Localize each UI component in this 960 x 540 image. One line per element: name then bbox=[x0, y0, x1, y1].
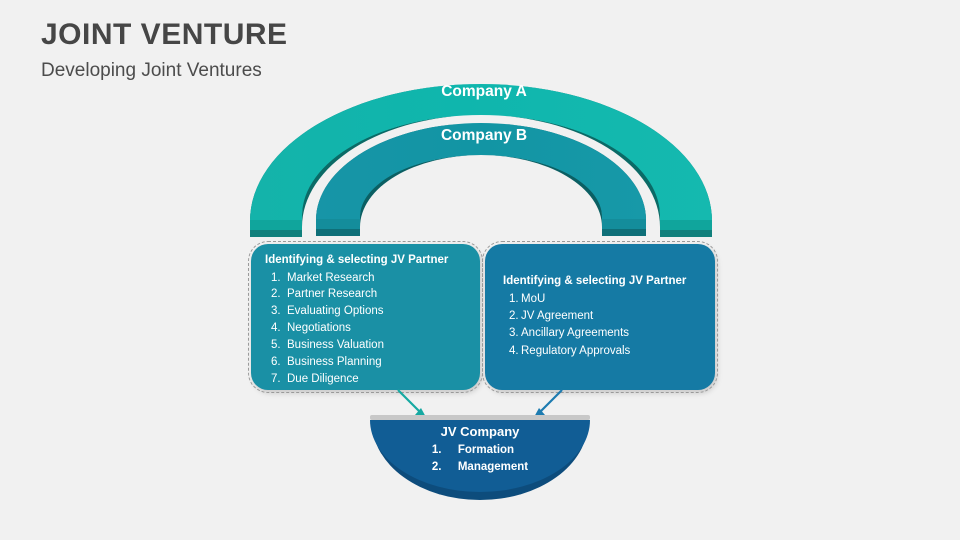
list-item: 5. Business Valuation bbox=[262, 337, 470, 354]
list-item-number: 2. bbox=[271, 288, 281, 301]
arc-company-b[interactable]: Company B bbox=[316, 123, 646, 236]
list-item-label: Business Planning bbox=[287, 356, 382, 369]
list-item-number: 4. bbox=[509, 344, 519, 357]
page-title: JOINT VENTURE bbox=[41, 18, 288, 51]
jv-dome-top-edge bbox=[370, 415, 590, 420]
arc-company-a-right-foot-top bbox=[660, 220, 712, 230]
arc-company-a-label: Company A bbox=[441, 83, 527, 100]
box-left-list: 1. Market Research 2. Partner Research 3… bbox=[262, 270, 470, 388]
list-item-label: Market Research bbox=[287, 271, 375, 284]
list-item-number: 3. bbox=[509, 327, 519, 340]
arc-company-b-right-foot-front bbox=[602, 229, 646, 236]
box-identifying-selecting-jv-partner-left[interactable]: Identifying & selecting JV Partner 1. Ma… bbox=[248, 241, 483, 393]
list-item: 1. Market Research bbox=[262, 270, 470, 287]
arc-company-a-left-foot-top bbox=[250, 220, 302, 230]
list-item-label: JV Agreement bbox=[521, 309, 594, 322]
arc-company-a-left-foot-front bbox=[250, 230, 302, 237]
list-item: 3. Ancillary Agreements bbox=[496, 325, 705, 342]
list-item-number: 1. bbox=[271, 271, 281, 284]
page-subtitle: Developing Joint Ventures bbox=[41, 60, 262, 81]
list-item-number: 4. bbox=[271, 322, 281, 335]
list-item-label: Business Valuation bbox=[287, 339, 384, 352]
concentric-arc-diagram: Company A Company B bbox=[250, 83, 712, 237]
list-item-label: Partner Research bbox=[287, 288, 378, 301]
arc-company-a[interactable]: Company A bbox=[250, 83, 712, 237]
box-right-list: 1. MoU 2. JV Agreement 3. Ancillary Agre… bbox=[496, 291, 705, 360]
jv-dome-body bbox=[370, 420, 590, 492]
list-item-number: 1. bbox=[509, 292, 519, 305]
title-block: JOINT VENTURE Developing Joint Ventures bbox=[41, 18, 561, 82]
list-item-label: Regulatory Approvals bbox=[521, 344, 631, 357]
list-item: 1. MoU bbox=[496, 291, 705, 308]
list-item-label: Due Diligence bbox=[287, 372, 359, 385]
arc-company-b-right-foot-top bbox=[602, 219, 646, 229]
list-item: 4. Regulatory Approvals bbox=[496, 343, 705, 360]
list-item: 2. Partner Research bbox=[262, 286, 470, 303]
arc-company-b-left-foot-top bbox=[316, 219, 360, 229]
list-item: 7. Due Diligence bbox=[262, 371, 470, 388]
list-item: 2. JV Agreement bbox=[496, 308, 705, 325]
list-item: 6. Business Planning bbox=[262, 354, 470, 371]
box-left-heading: Identifying & selecting JV Partner bbox=[265, 254, 449, 266]
arc-company-a-right-foot-front bbox=[660, 230, 712, 237]
jv-company-dome[interactable] bbox=[366, 414, 594, 506]
list-item-label: Evaluating Options bbox=[287, 305, 384, 318]
list-item: 4. Negotiations bbox=[262, 320, 470, 337]
list-item-number: 7. bbox=[271, 372, 281, 385]
list-item-label: Negotiations bbox=[287, 322, 351, 335]
list-item-label: Ancillary Agreements bbox=[521, 327, 630, 340]
list-item: 3. Evaluating Options bbox=[262, 303, 470, 320]
arc-company-a-band bbox=[250, 84, 712, 224]
box-identifying-selecting-jv-partner-right[interactable]: Identifying & selecting JV Partner 1. Mo… bbox=[482, 241, 718, 393]
list-item-number: 2. bbox=[509, 309, 519, 322]
arc-company-b-band bbox=[316, 123, 646, 224]
box-right-heading: Identifying & selecting JV Partner bbox=[503, 275, 687, 288]
list-item-number: 6. bbox=[271, 356, 281, 369]
list-item-number: 5. bbox=[271, 339, 281, 352]
list-item-number: 3. bbox=[271, 305, 281, 318]
arc-company-b-label: Company B bbox=[441, 127, 527, 144]
list-item-label: MoU bbox=[521, 292, 546, 305]
arc-company-b-left-foot-front bbox=[316, 229, 360, 236]
